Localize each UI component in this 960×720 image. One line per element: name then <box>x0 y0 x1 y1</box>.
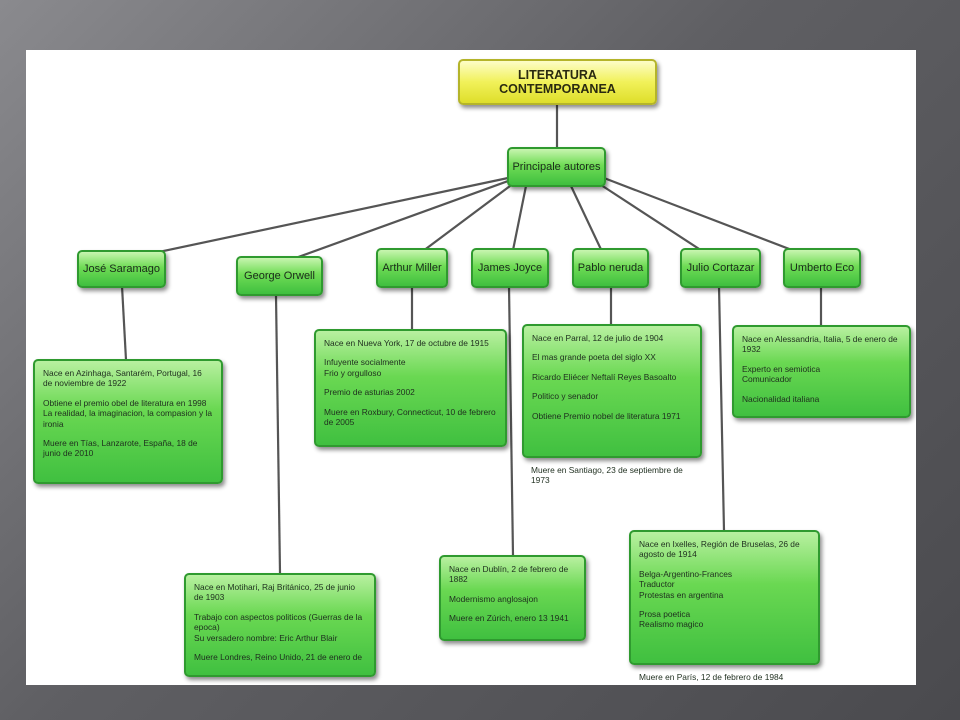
detail-line: Politico y senador <box>532 391 599 402</box>
cortazar-death-note: Muere en París, 12 de febrero de 1984 <box>639 672 784 682</box>
detail-line: Nace en Motihari, Raj Británico, 25 de j… <box>194 582 356 603</box>
hub-label: Principale autores <box>512 161 601 173</box>
author-name: Umberto Eco <box>789 262 855 274</box>
detail-line: Experto en semiotica Comunicador <box>742 363 821 385</box>
details-box-cortazar: Nace en Ixelles, Región de Bruselas, 26 … <box>629 530 820 665</box>
detail-line: Trabajo con aspectos politicos (Guerras … <box>194 611 363 643</box>
author-node-joyce[interactable]: James Joyce <box>471 248 549 288</box>
detail-line: Ricardo Eliécer Neftalí Reyes Basoalto <box>532 371 677 382</box>
author-name: George Orwell <box>244 270 315 282</box>
detail-line: Obtiene el premio obel de literatura en … <box>43 397 212 429</box>
detail-line: Premio de asturias 2002 <box>324 387 415 398</box>
root-node[interactable]: LITERATURA CONTEMPORANEA <box>458 59 657 105</box>
author-node-eco[interactable]: Umberto Eco <box>783 248 861 288</box>
author-node-saramago[interactable]: José Saramago <box>77 250 166 288</box>
author-node-orwell[interactable]: George Orwell <box>236 256 323 296</box>
detail-line: Nace en Dublín, 2 de febrero de 1882 <box>449 564 569 585</box>
detail-line: Belga-Argentino-Frances Traductor Protes… <box>639 568 733 600</box>
detail-line: Muere en Zúrich, enero 13 1941 <box>449 613 569 624</box>
author-name: Julio Cortazar <box>686 262 755 274</box>
author-node-neruda[interactable]: Pablo neruda <box>572 248 649 288</box>
detail-line: Nace en Alessandria, Italia, 5 de enero … <box>742 334 898 355</box>
link-hub-orwell <box>278 178 512 266</box>
details-box-joyce: Nace en Dublín, 2 de febrero de 1882 Mod… <box>439 555 586 641</box>
detail-line: El mas grande poeta del siglo XX <box>532 352 656 363</box>
detail-line: Nace en Azinhaga, Santarém, Portugal, 16… <box>43 368 202 389</box>
detail-line: Nacionalidad italiana <box>742 393 820 404</box>
diagram-canvas: LITERATURA CONTEMPORANEA Principale auto… <box>26 50 916 685</box>
author-node-miller[interactable]: Arthur Miller <box>376 248 448 288</box>
details-box-neruda: Nace en Parral, 12 de julio de 1904 El m… <box>522 324 702 458</box>
author-name: Arthur Miller <box>382 262 442 274</box>
author-node-cortazar[interactable]: Julio Cortazar <box>680 248 761 288</box>
detail-line: Nace en Parral, 12 de julio de 1904 <box>532 333 664 343</box>
details-box-orwell: Nace en Motihari, Raj Británico, 25 de j… <box>184 573 376 677</box>
detail-line: Muere Londres, Reino Unido, 21 de enero … <box>194 652 363 663</box>
details-box-saramago: Nace en Azinhaga, Santarém, Portugal, 16… <box>33 359 223 484</box>
detail-line: Nace en Ixelles, Región de Bruselas, 26 … <box>639 539 800 560</box>
root-title: LITERATURA CONTEMPORANEA <box>499 68 616 96</box>
connector-lines <box>120 104 823 574</box>
detail-line: Modernismo anglosajon <box>449 593 538 604</box>
link-orwell-details <box>274 295 282 574</box>
author-name: Pablo neruda <box>577 262 644 274</box>
details-box-miller: Nace en Nueva York, 17 de octubre de 191… <box>314 329 507 447</box>
link-hub-cortazar <box>597 182 717 261</box>
link-hub-joyce <box>509 185 528 261</box>
detail-line: Infuyente socialmente Frio y orgulloso <box>324 357 406 378</box>
link-cortazar-details <box>717 285 726 532</box>
detail-line: Muere en Roxbury, Connecticut, 10 de feb… <box>324 406 496 428</box>
link-hub-eco <box>603 176 819 262</box>
detail-line: Obtiene Premio nobel de literatura 1971 <box>532 410 681 421</box>
details-box-eco: Nace en Alessandria, Italia, 5 de enero … <box>732 325 911 418</box>
detail-line: Muere en Tías, Lanzarote, España, 18 de … <box>43 438 198 459</box>
author-name: José Saramago <box>82 263 161 275</box>
detail-line: Nace en Nueva York, 17 de octubre de 191… <box>324 338 489 348</box>
link-hub-saramago <box>120 176 509 262</box>
link-joyce-details <box>507 285 515 557</box>
neruda-death-note: Muere en Santiago, 23 de septiembre de 1… <box>531 465 683 486</box>
hub-node[interactable]: Principale autores <box>507 147 606 187</box>
detail-line: Prosa poetica Realismo magico <box>639 609 704 630</box>
link-hub-neruda <box>570 185 607 261</box>
link-saramago-details <box>120 285 128 361</box>
link-hub-miller <box>410 182 515 261</box>
author-name: James Joyce <box>477 262 543 274</box>
